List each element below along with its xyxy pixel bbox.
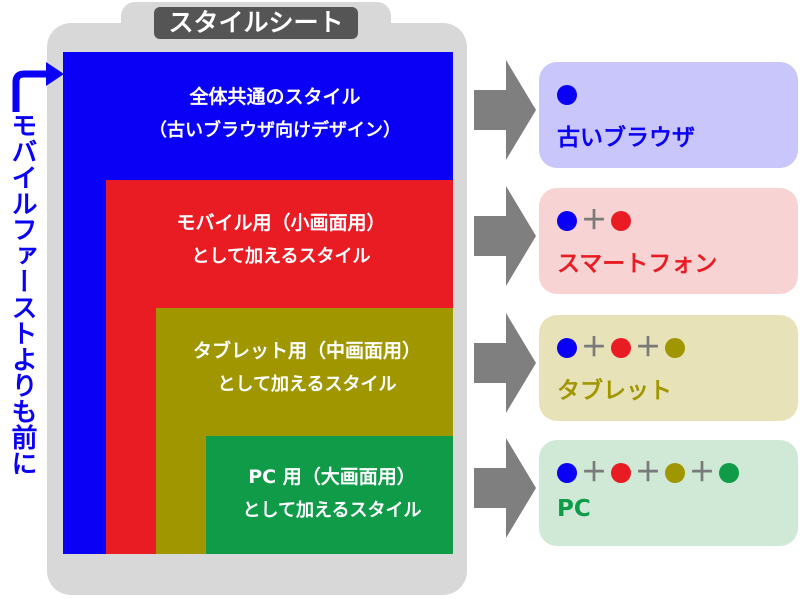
style-dots: ＋ ＋ [557, 335, 798, 361]
layer-mobile-line2: として加えるスタイル [191, 246, 371, 267]
arrow-right-icon [474, 186, 536, 286]
layer-mobile-line1: モバイル用（小画面用） [176, 212, 386, 234]
dot-common [557, 211, 577, 231]
dot-mobile [611, 211, 631, 231]
dot-tablet [665, 463, 685, 483]
style-dots: ＋ ＋ ＋ [557, 460, 798, 486]
dot-mobile [611, 338, 631, 358]
plus-sign: ＋ [580, 206, 607, 236]
target-card-tablet: ＋ ＋ タブレット [539, 315, 798, 421]
layer-common-line2: （古いブラウザ向けデザイン） [149, 120, 401, 141]
target-label: スマートフォン [557, 251, 718, 277]
layer-tablet-text: タブレット用（中画面用） として加えるスタイル [166, 334, 448, 402]
bent-arrow-icon [12, 62, 64, 112]
dot-tablet [665, 338, 685, 358]
target-card-pc: ＋ ＋ ＋ PC [539, 440, 798, 546]
arrow-right-icon [474, 313, 536, 413]
plus-sign: ＋ [634, 333, 661, 363]
layer-tablet-line1: タブレット用（中画面用） [192, 340, 421, 362]
target-label: PC [557, 496, 591, 522]
target-card-smartphone: ＋ スマートフォン [539, 188, 798, 294]
dot-pc [719, 463, 739, 483]
layer-pc-line1: PC 用（大画面用） [248, 466, 416, 488]
plus-sign: ＋ [580, 458, 607, 488]
layer-common-text: 全体共通のスタイル （古いブラウザ向けデザイン） [105, 80, 445, 148]
stylesheet-title-tab: スタイルシート [121, 2, 391, 42]
plus-sign: ＋ [688, 458, 715, 488]
plus-sign: ＋ [634, 458, 661, 488]
target-label: 古いブラウザ [557, 125, 695, 151]
dot-common [557, 463, 577, 483]
dot-mobile [611, 463, 631, 483]
layer-pc-box: PC 用（大画面用） として加えるスタイル [206, 436, 453, 554]
layer-common-line1: 全体共通のスタイル [189, 86, 361, 108]
dot-common [557, 338, 577, 358]
dot-common [557, 85, 577, 105]
plus-sign: ＋ [580, 333, 607, 363]
stylesheet-title: スタイルシート [154, 7, 358, 39]
arrow-right-icon [474, 438, 536, 538]
arrow-right-icon [474, 60, 536, 160]
layer-tablet-line2: として加えるスタイル [217, 374, 397, 395]
target-label: タブレット [557, 378, 672, 404]
layer-mobile-text: モバイル用（小画面用） として加えるスタイル [116, 206, 446, 274]
style-dots [557, 82, 798, 108]
side-caption: モバイルファーストよりも前に [7, 112, 37, 476]
layer-pc-text: PC 用（大画面用） として加えるスタイル [216, 460, 448, 528]
layer-pc-line2: として加えるスタイル [242, 500, 422, 521]
target-card-old-browser: 古いブラウザ [539, 62, 798, 168]
style-dots: ＋ [557, 208, 798, 234]
